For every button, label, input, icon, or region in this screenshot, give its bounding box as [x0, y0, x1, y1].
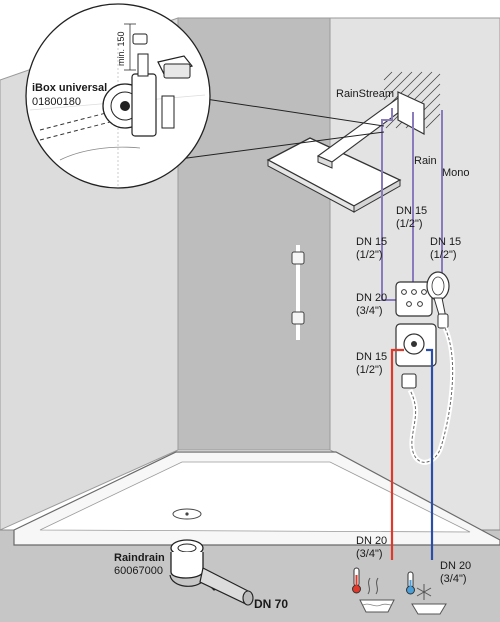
dn15-left-line2: (1/2"): [356, 249, 383, 261]
callout-line-bottom: [171, 131, 385, 161]
dn20-cold-line1: DN 20: [440, 560, 471, 572]
dn70-label: DN 70: [254, 597, 288, 611]
hot-water-icon: [352, 567, 395, 613]
dn20-hot-line2: (3/4"): [356, 548, 383, 560]
dn15-lower-line1: DN 15: [356, 351, 387, 363]
rail-bracket-bottom: [291, 311, 305, 325]
dn15-left-line1: DN 15: [356, 236, 387, 248]
cold-water-icon: [406, 571, 447, 615]
dn20-top-line1: DN 20: [356, 292, 387, 304]
wall-outlet-elbow: [401, 373, 417, 389]
cold-water-pipe: [426, 348, 434, 560]
dn15-center-line1: DN 15: [396, 205, 427, 217]
dn15-center-line2: (1/2"): [396, 218, 423, 230]
rainstream-label: RainStream: [336, 88, 394, 100]
callout-line-top: [185, 95, 385, 127]
tray-drain-dot: [185, 512, 189, 516]
shower-tray-inner: [39, 461, 471, 533]
purple-pipes: [381, 108, 443, 301]
dn20-top-line2: (3/4"): [356, 305, 383, 317]
wall-flange: [397, 91, 425, 136]
raindrain-code: 60067000: [114, 565, 163, 577]
min-dimension-label: min. 150: [116, 31, 126, 66]
dn15-right-line1: DN 15: [430, 236, 461, 248]
dn15-lower-line2: (1/2"): [356, 364, 383, 376]
dn20-cold-line2: (3/4"): [440, 573, 467, 585]
ibox-title: iBox universal: [32, 82, 107, 94]
shower-arm-joint: [317, 155, 333, 169]
rain-label: Rain: [414, 155, 437, 167]
ibox-code: 01800180: [32, 96, 81, 108]
rain-shower-head-side: [353, 179, 401, 213]
ibox-callout: [25, 3, 211, 189]
rail-bracket-top: [291, 251, 305, 265]
hot-water-pipe: [390, 348, 404, 560]
mono-label: Mono: [442, 167, 470, 179]
raindrain-title: Raindrain: [114, 552, 165, 564]
thermostat-module: [395, 281, 433, 317]
raindrain-icon: [169, 539, 254, 606]
dn15-right-line2: (1/2"): [430, 249, 457, 261]
dn20-hot-line1: DN 20: [356, 535, 387, 547]
hand-shower: [426, 271, 450, 329]
right-wall: [329, 17, 500, 541]
shower-hose: [407, 326, 456, 465]
